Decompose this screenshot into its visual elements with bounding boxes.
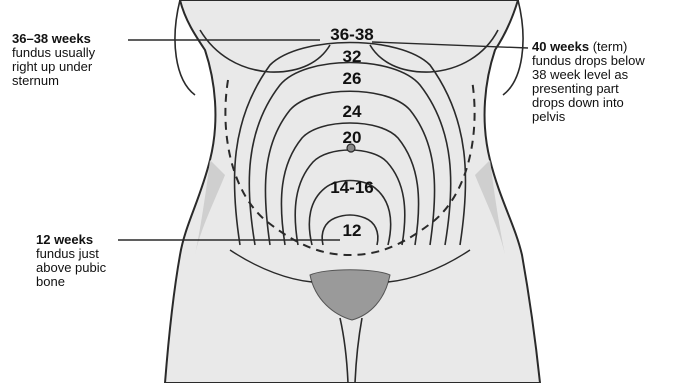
annotation-40-line-4: drops down into (532, 96, 692, 110)
label-20: 20 (343, 128, 362, 147)
label-24: 24 (343, 102, 362, 121)
annotation-12-line-2: above pubic (36, 261, 156, 275)
annotation-40-line-5: pelvis (532, 110, 692, 124)
annotation-12-heading: 12 weeks (36, 233, 156, 247)
annotation-12-line-3: bone (36, 275, 156, 289)
annotation-40-heading: 40 weeks (532, 39, 589, 54)
label-32: 32 (343, 47, 362, 66)
annotation-36-38-line-2: right up under (12, 60, 142, 74)
label-26: 26 (343, 69, 362, 88)
annotation-36-38-heading: 36–38 weeks (12, 32, 142, 46)
annotation-12-weeks: 12 weeks fundus just above pubic bone (36, 233, 156, 289)
annotation-40-weeks: 40 weeks (term) fundus drops below 38 we… (532, 40, 692, 124)
annotation-12-line-1: fundus just (36, 247, 156, 261)
annotation-36-38-line-3: sternum (12, 74, 142, 88)
annotation-40-line-3: presenting part (532, 82, 692, 96)
annotation-36-38-weeks: 36–38 weeks fundus usually right up unde… (12, 32, 142, 88)
label-36-38: 36-38 (330, 25, 373, 44)
annotation-40-line-1: fundus drops below (532, 54, 692, 68)
annotation-40-line-2: 38 week level as (532, 68, 692, 82)
annotation-40-heading-suffix: (term) (589, 39, 627, 54)
annotation-36-38-line-1: fundus usually (12, 46, 142, 60)
label-14-16: 14-16 (330, 178, 373, 197)
label-12: 12 (343, 221, 362, 240)
